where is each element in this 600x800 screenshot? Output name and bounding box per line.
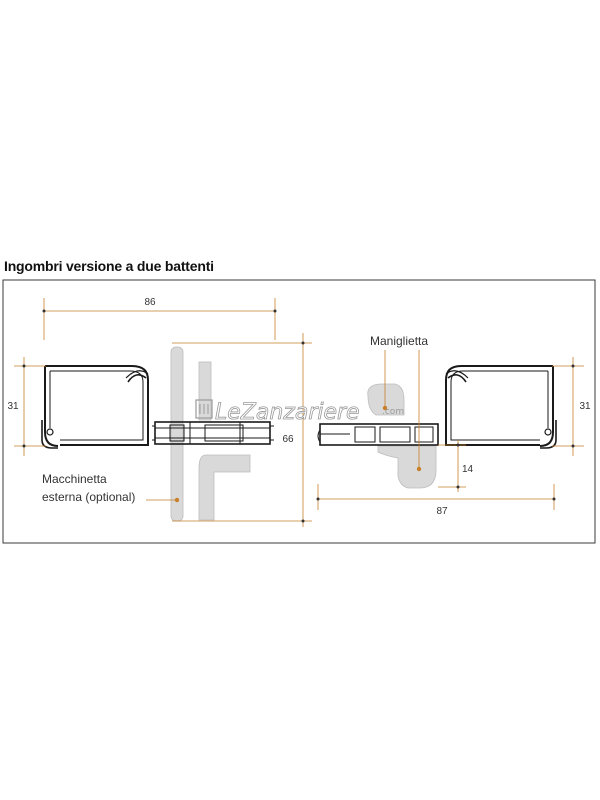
- right-width-label: 87: [436, 506, 448, 517]
- dim-dot: [552, 497, 556, 501]
- watermark-brand: LeZanzariere: [215, 400, 360, 425]
- handle-label: Maniglietta: [370, 334, 428, 348]
- drawing-frame: [2, 279, 596, 544]
- watermark: LeZanzariere .com: [195, 399, 404, 425]
- handle-marker: [382, 405, 388, 411]
- handle-profile: [317, 423, 439, 446]
- diagram-title: Ingombri versione a due battenti: [4, 258, 214, 274]
- watermark-logo-icon: [195, 399, 213, 419]
- dim-dot: [316, 497, 320, 501]
- dim-dot: [456, 485, 460, 489]
- center-height-dimension: [172, 333, 312, 527]
- handle-offset-dimension: [438, 440, 466, 492]
- handle-offset-label: 14: [462, 464, 474, 475]
- dim-dot: [301, 519, 305, 523]
- dim-dot: [22, 444, 26, 448]
- right-height-label: 31: [579, 401, 591, 412]
- left-height-dimension: [14, 357, 46, 456]
- left-width-dimension: [43, 298, 276, 340]
- center-height-label: 66: [282, 434, 294, 445]
- dim-dot: [571, 444, 575, 448]
- watermark-suffix: .com: [382, 407, 404, 417]
- left-width-label: 86: [144, 297, 156, 308]
- dim-dot: [22, 364, 26, 368]
- latch-marker: [174, 497, 180, 503]
- handle-body: [367, 383, 437, 489]
- right-height-dimension: [552, 357, 584, 456]
- latch-label-line1: Macchinetta: [42, 472, 107, 486]
- dim-dot: [571, 364, 575, 368]
- right-width-dimension: [317, 484, 555, 510]
- latch-label-line2: esterna (optional): [42, 490, 135, 504]
- latch-profile: [152, 421, 274, 445]
- dim-dot: [456, 443, 460, 447]
- dim-dot: [273, 309, 277, 313]
- dim-dot: [301, 341, 305, 345]
- right-profile: [445, 365, 557, 449]
- left-height-label: 31: [7, 401, 19, 412]
- latch-plate: [170, 346, 251, 522]
- left-profile: [41, 365, 149, 449]
- dim-dot: [42, 309, 46, 313]
- handle-marker-lower: [416, 466, 422, 472]
